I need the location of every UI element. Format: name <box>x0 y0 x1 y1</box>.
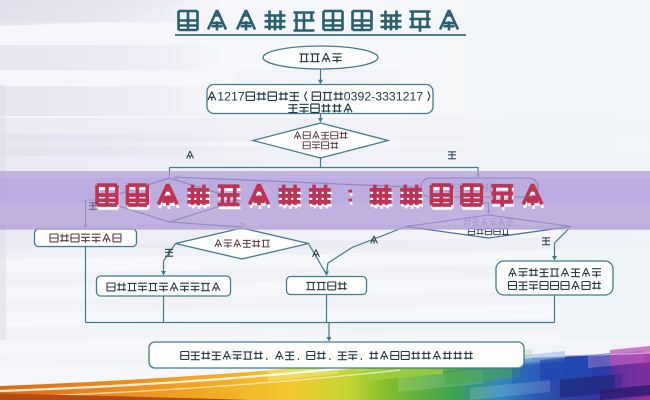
svg-text:0392-3331217: 0392-3331217 <box>344 90 423 104</box>
svg-text:1217: 1217 <box>217 90 245 104</box>
